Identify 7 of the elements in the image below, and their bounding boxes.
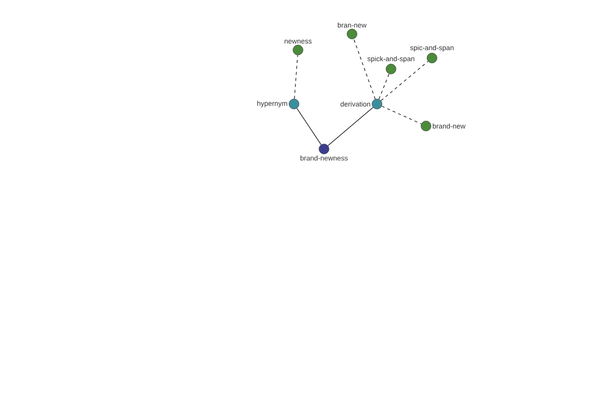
connector-line [328, 107, 374, 146]
connector-line [380, 61, 428, 101]
connector-line [296, 108, 322, 145]
connector-line [353, 38, 376, 100]
connector-line [294, 54, 298, 100]
connector-line [381, 106, 422, 124]
connector-line [378, 74, 390, 100]
